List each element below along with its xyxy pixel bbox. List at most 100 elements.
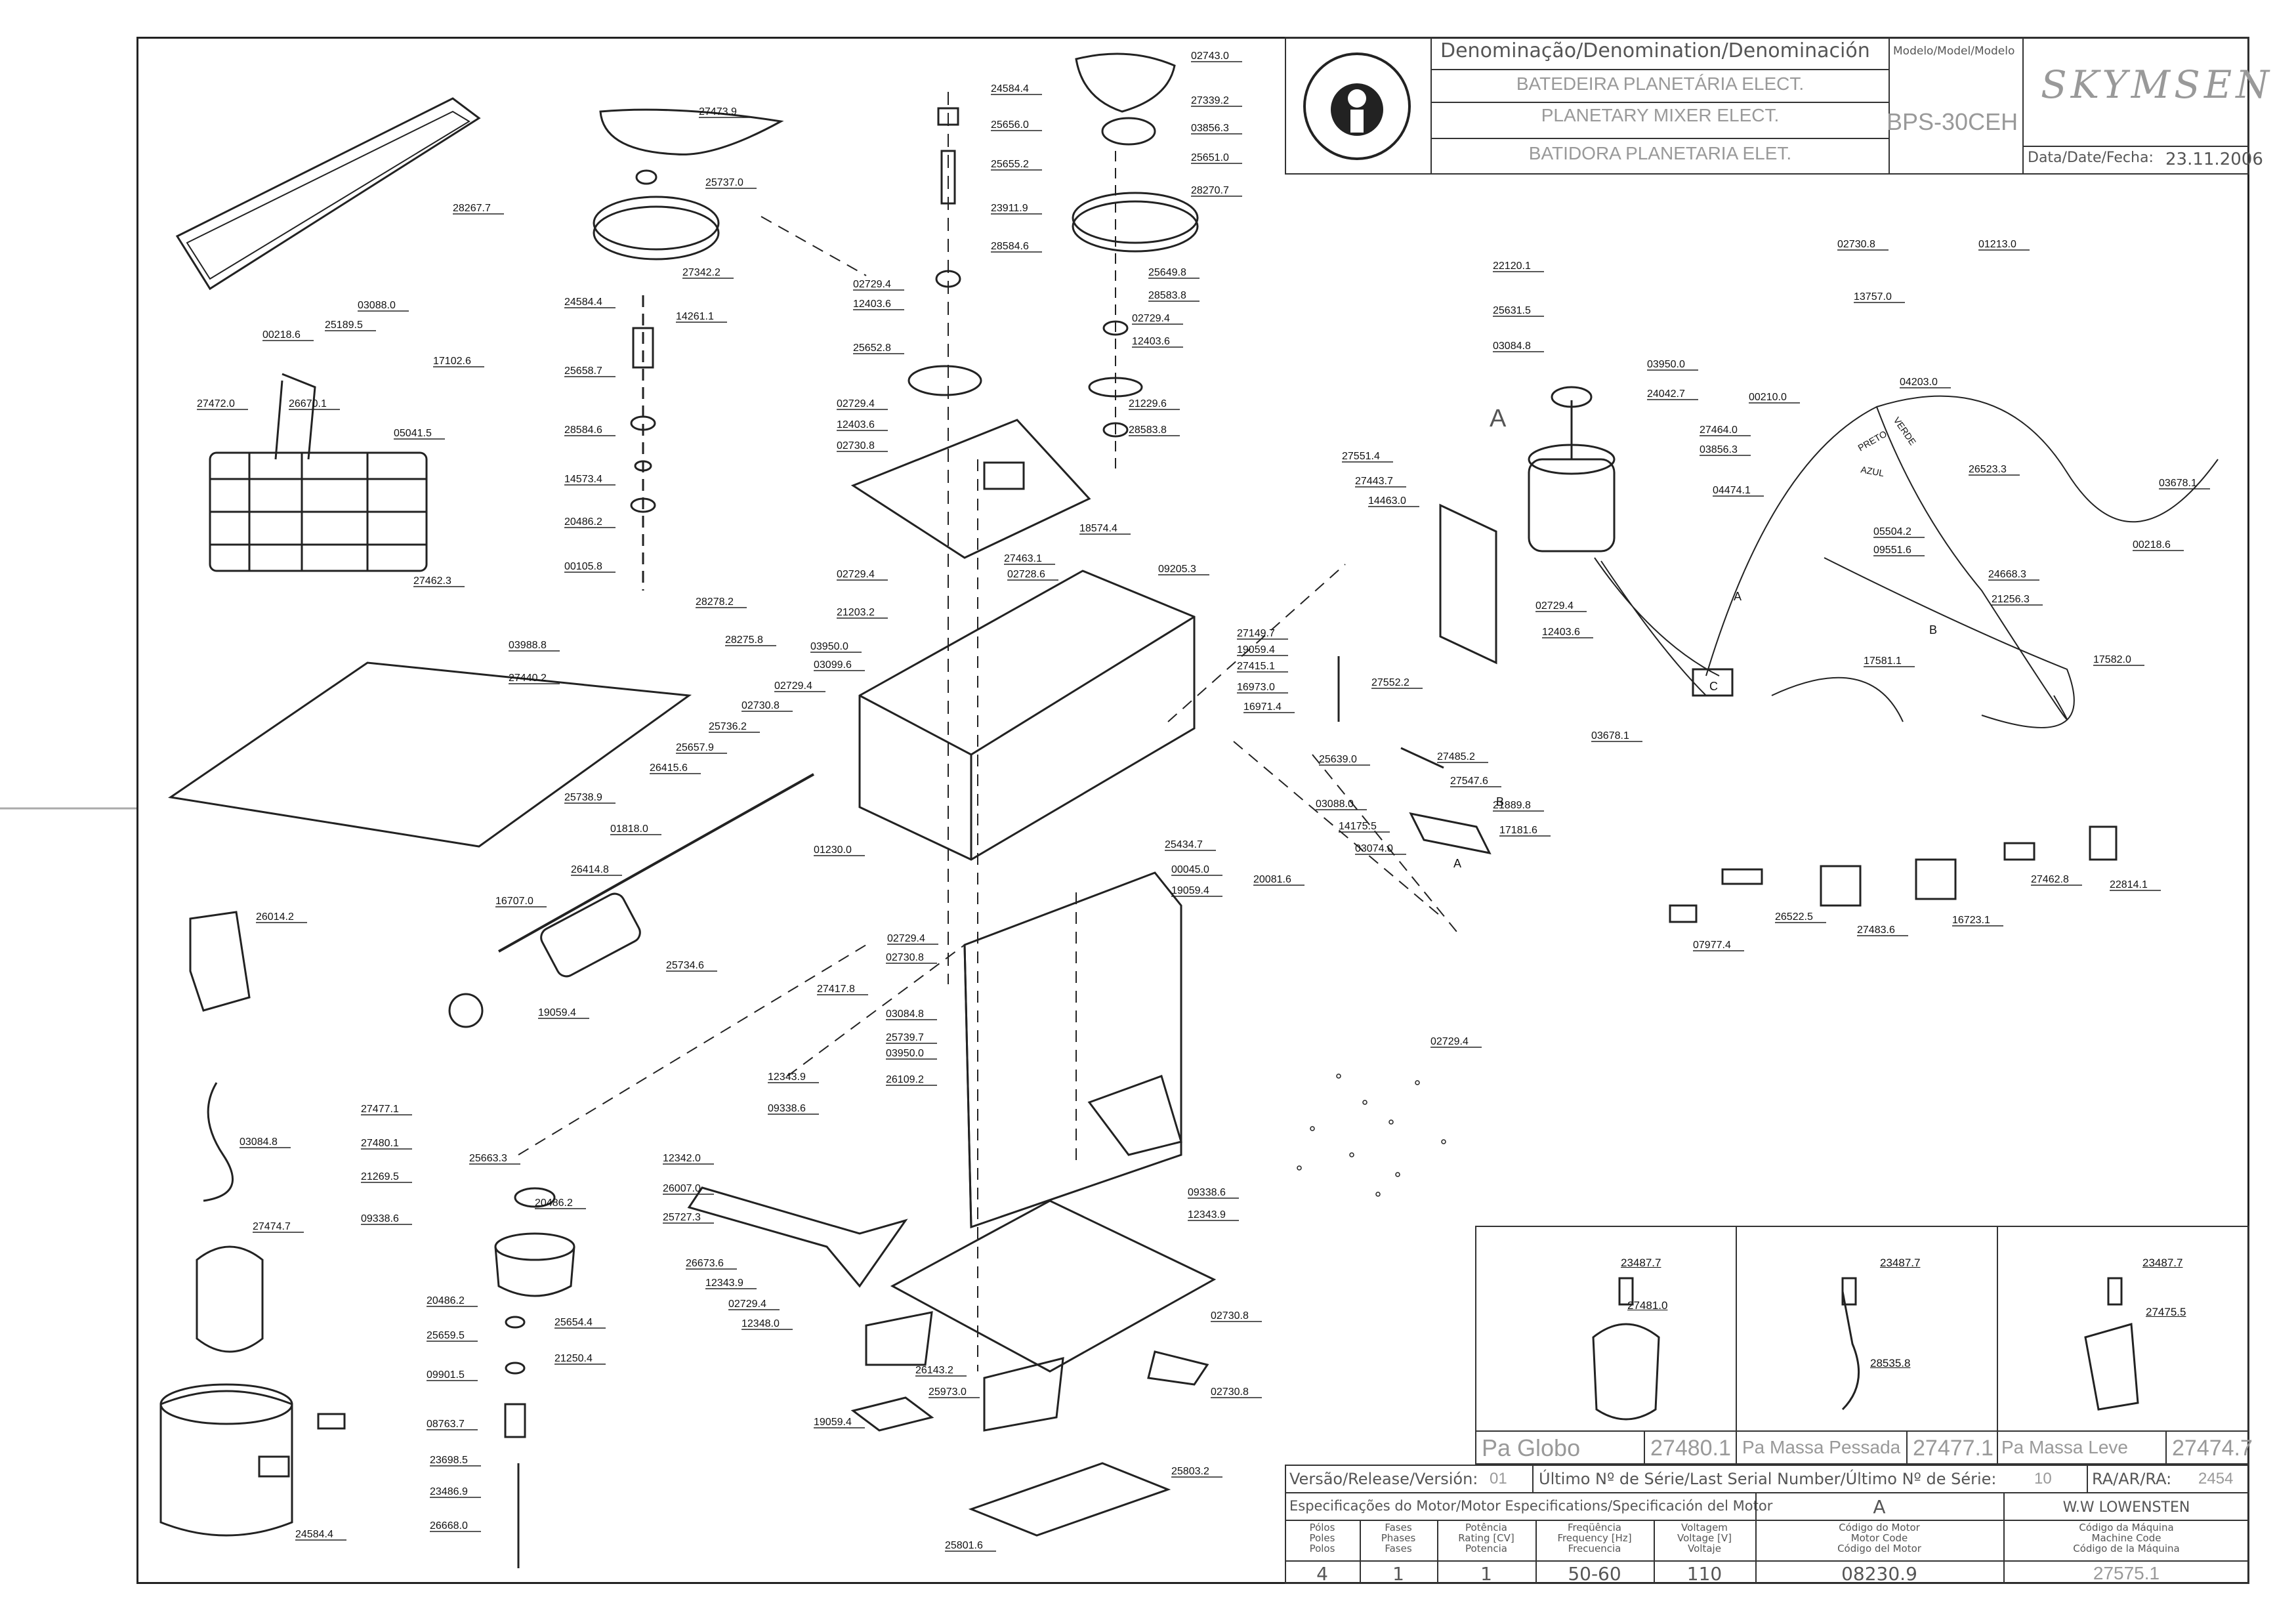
machine-code-value: 27575.1 (2093, 1563, 2160, 1583)
part-number-label: 24042.7 (1647, 388, 1698, 400)
part-number: 09901.5 (427, 1369, 465, 1381)
part-number-label: 03084.8 (1493, 341, 1544, 352)
part-number: 02729.4 (837, 398, 875, 409)
part-number: 17582.0 (2093, 654, 2131, 665)
part-number-label: 02730.8 (1837, 239, 1889, 251)
part-number-label: 25663.3 (469, 1153, 520, 1165)
part-number-label: 22814.1 (2110, 879, 2161, 891)
part-number: 27415.1 (1237, 661, 1275, 672)
belt (599, 108, 784, 156)
wire-whisk (196, 1245, 264, 1353)
part-number: 27149.7 (1237, 628, 1275, 639)
part-number: 27485.2 (1437, 751, 1475, 762)
part-number-label: 25656.0 (991, 119, 1042, 131)
part-number: 12348.0 (741, 1318, 780, 1329)
part-number-label: 17581.1 (1864, 656, 1915, 667)
part-number: 17102.6 (433, 356, 471, 367)
part-number-label: 23486.9 (430, 1486, 481, 1498)
accessory-caption: Pa Massa Pessada (1742, 1437, 1901, 1457)
part-number-label: 28584.6 (991, 241, 1042, 253)
pulley (593, 205, 720, 260)
part-number: 05504.2 (1873, 526, 1911, 537)
top-plate (850, 419, 1091, 559)
part-number: 25736.2 (709, 721, 747, 732)
part-number-label: 23698.5 (430, 1455, 481, 1467)
part-number-label: 26668.0 (430, 1520, 481, 1532)
part-number: 02730.8 (741, 700, 780, 711)
part-number: 27474.7 (253, 1221, 291, 1232)
name-es: BATIDORA PLANETARIA ELET. (1528, 143, 1792, 163)
part-number: 01818.0 (610, 823, 648, 835)
part-number-label: 24584.4 (564, 297, 616, 308)
part-number-label: 27149.7 (1237, 628, 1288, 640)
part-number: 22120.1 (1493, 260, 1531, 272)
part-number-label: 26522.5 (1775, 911, 1826, 923)
motor-pulley (1072, 200, 1199, 253)
callout-letter: C (1709, 680, 1718, 693)
part-number: 18574.4 (1079, 523, 1117, 534)
part-number-label: 27483.6 (1857, 925, 1908, 936)
part-number-label: 28270.7 (1191, 185, 1242, 197)
part-number-label: 25727.3 (663, 1212, 714, 1224)
part-number: 27443.7 (1355, 476, 1393, 487)
part-number-label: 21229.6 (1129, 398, 1180, 410)
motor-code-value: 08230.9 (1841, 1563, 1917, 1585)
part-number: 27462.3 (413, 575, 451, 587)
part-number-label: 12403.6 (837, 419, 888, 431)
part-number-label: 03084.8 (886, 1009, 937, 1020)
part-number: 02729.4 (853, 279, 891, 290)
part-number-label: 25734.6 (666, 960, 717, 972)
part-number-label: 19059.4 (538, 1007, 589, 1019)
part-number: 27440.2 (509, 673, 547, 684)
denomination-label: Denominação/Denomination/Denominación (1440, 39, 1870, 62)
part-number: 23911.9 (991, 203, 1028, 214)
dough-hook (203, 1082, 234, 1202)
gearbox (540, 892, 641, 978)
part-number: 27551.4 (1342, 451, 1380, 462)
part-number: 21269.5 (361, 1171, 399, 1182)
part-number-label: 27415.1 (1237, 661, 1288, 673)
part-number-label: 14175.5 (1339, 821, 1390, 833)
part-number: 16707.0 (495, 896, 533, 907)
part-number: 02729.4 (1132, 313, 1170, 324)
part-number-label: 27480.1 (361, 1138, 412, 1150)
part-number: 20081.6 (1253, 874, 1291, 885)
part-number-label: 05041.5 (394, 428, 445, 440)
part-number: 14261.1 (676, 311, 714, 322)
accessory-caption: Pa Massa Leve (2001, 1437, 2128, 1457)
part-number-label: 02729.4 (887, 933, 938, 945)
date-label: Data/Date/Fecha: (2028, 150, 2154, 166)
callout-letter: A (1453, 857, 1461, 870)
part-number-label: 24584.4 (991, 83, 1042, 95)
wire-label: AZUL (1860, 464, 1885, 478)
part-number: 26668.0 (430, 1520, 468, 1531)
part-number: 25739.7 (886, 1032, 924, 1043)
part-number: 25654.4 (554, 1317, 593, 1328)
part-number-label: 27551.4 (1342, 451, 1393, 463)
part-number-label: 25658.7 (564, 365, 616, 377)
main-body (858, 570, 1196, 861)
wire-label: VERDE (1892, 415, 1919, 448)
part-number-label: 27342.2 (682, 267, 734, 279)
part-number-label: 20486.2 (564, 516, 616, 528)
part-number-label: 08763.7 (427, 1419, 478, 1430)
part-number: 03678.1 (1591, 730, 1629, 741)
name-pt: BATEDEIRA PLANETÁRIA ELECT. (1516, 73, 1805, 94)
part-number: 12343.9 (768, 1072, 806, 1083)
part-number: 25737.0 (705, 177, 743, 188)
name-en: PLANETARY MIXER ELECT. (1541, 105, 1780, 125)
col-motor-code: Código do Motor Motor Code Código del Mo… (1837, 1522, 1921, 1554)
part-number: 12403.6 (853, 299, 891, 310)
part-number-label: 03988.8 (509, 640, 560, 652)
part-number: 12403.6 (1542, 627, 1580, 638)
part-number: 27547.6 (1450, 776, 1488, 787)
part-number-label: 21269.5 (361, 1171, 412, 1183)
part-number-label: 25803.2 (1171, 1466, 1222, 1478)
part-number-label: 19059.4 (814, 1417, 865, 1428)
authorized-seal (1291, 41, 1423, 169)
part-number: 03084.8 (1493, 341, 1531, 352)
part-number: 19059.4 (814, 1417, 852, 1428)
part-number-label: 03856.3 (1700, 444, 1751, 456)
part-number-label: 24668.3 (1988, 569, 2039, 581)
part-number-label: 03950.0 (886, 1048, 937, 1060)
